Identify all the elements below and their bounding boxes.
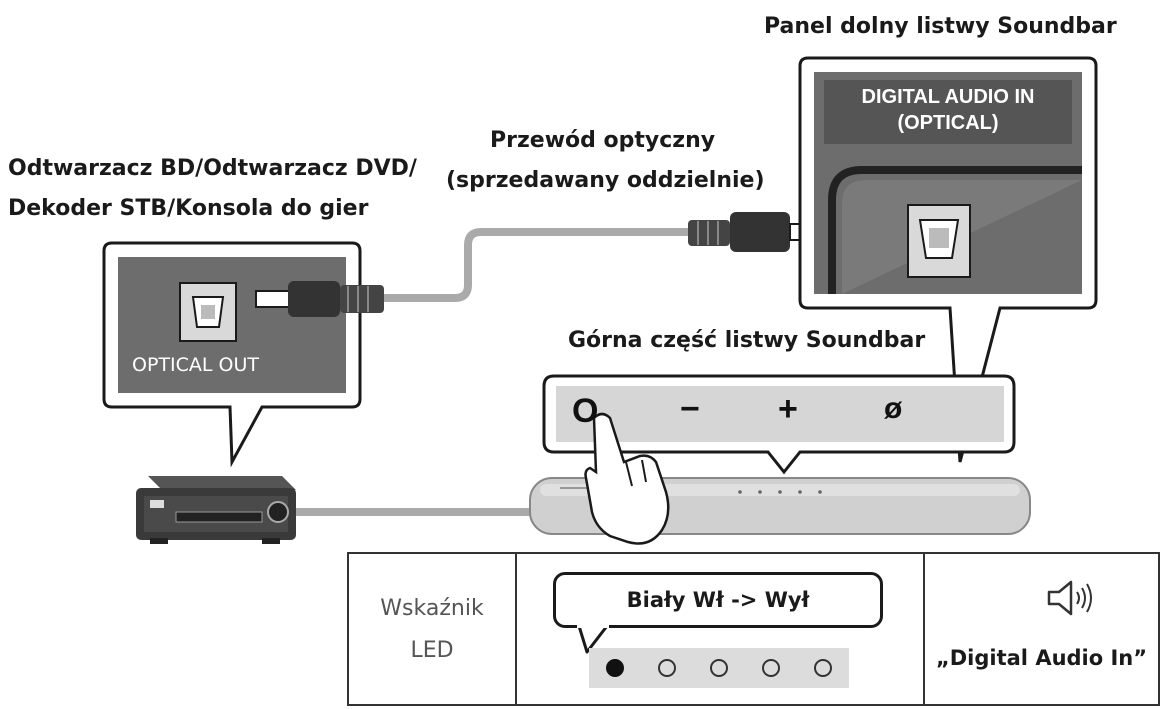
led-indicator-header-cell: Wskaźnik LED	[349, 554, 517, 704]
cable-label-line1: Przewód optyczny	[490, 128, 716, 153]
speaker-icon	[1047, 580, 1092, 616]
power-button[interactable]: O	[572, 392, 599, 430]
cable-label-line2: (sprzedawany oddzielnie)	[446, 168, 765, 193]
digital-in-label-line1: DIGITAL AUDIO IN	[861, 86, 1035, 108]
finger-pointer-icon	[584, 412, 670, 545]
digital-in-label-line2: (OPTICAL)	[897, 112, 999, 134]
optical-out-port	[179, 282, 237, 342]
led-status-cell: Biały Wł -> Wył	[517, 554, 925, 704]
led-dot-3	[710, 659, 728, 677]
led-status-text: Biały Wł -> Wył	[626, 588, 810, 612]
led-indicator-table: Wskaźnik LED Biały Wł -> Wył „Digital Au…	[347, 552, 1160, 706]
led-dot-4	[762, 659, 780, 677]
player-label-line2: Dekoder STB/Konsola do gier	[8, 196, 369, 221]
soundbar-top-callout	[542, 374, 1016, 475]
led-status-bubble: Biały Wł -> Wył	[553, 572, 883, 628]
connection-diagram	[102, 56, 1098, 545]
player-label-line1: Odtwarzacz BD/Odtwarzacz DVD/	[8, 156, 417, 181]
bottom-panel-label: Panel dolny listwy Soundbar	[764, 14, 1117, 39]
volume-up-button[interactable]: +	[778, 390, 798, 428]
led-indicator-label-line1: Wskaźnik	[380, 596, 484, 621]
volume-down-button[interactable]: −	[680, 390, 700, 428]
optical-cable	[255, 212, 815, 317]
optical-out-label: OPTICAL OUT	[132, 354, 259, 376]
top-part-label: Górna część listwy Soundbar	[568, 328, 926, 353]
mic-button[interactable]: ø	[884, 392, 903, 425]
led-dot-5	[814, 659, 832, 677]
digital-audio-in-port	[907, 204, 971, 278]
led-indicator-label-line2: LED	[410, 638, 454, 663]
led-dot-1	[606, 659, 624, 677]
player-port-callout	[102, 241, 362, 468]
mode-cell: „Digital Audio In”	[925, 554, 1158, 704]
mode-label: „Digital Audio In”	[935, 646, 1148, 670]
bd-player-device	[136, 476, 296, 544]
led-dot-2	[658, 659, 676, 677]
bubble-pointer	[577, 624, 609, 654]
led-strip	[589, 648, 849, 688]
soundbar-panel-callout	[798, 56, 1098, 463]
